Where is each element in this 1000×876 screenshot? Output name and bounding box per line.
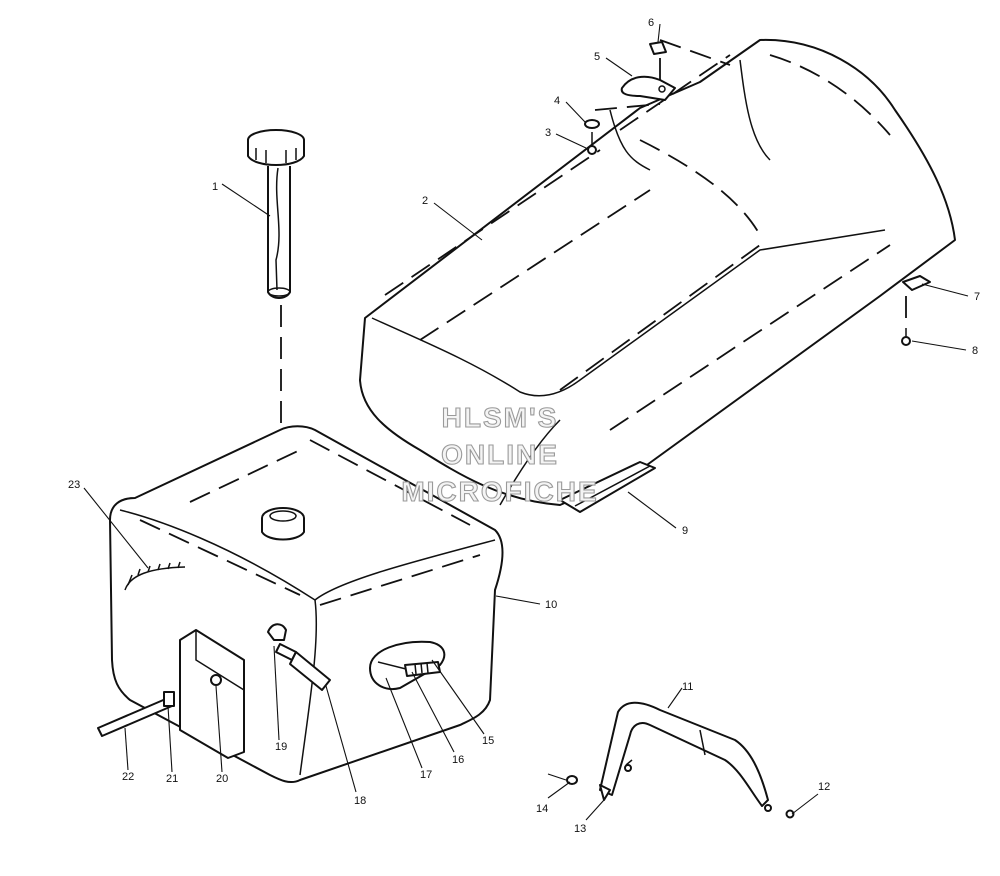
callout-3: 3	[545, 127, 551, 139]
callout-11: 11	[682, 681, 693, 693]
callout-23: 23	[68, 479, 80, 491]
callout-12: 12	[818, 781, 830, 793]
watermark-line2: ONLINE	[441, 439, 559, 470]
watermark-line3: MICROFICHE	[401, 476, 598, 507]
callout-4: 4	[554, 95, 560, 107]
callout-18: 18	[354, 795, 366, 807]
seat-strap	[620, 75, 676, 101]
callout-2: 2	[422, 195, 428, 207]
callout-8: 8	[972, 345, 978, 357]
callout-5: 5	[594, 51, 600, 63]
leader-lines	[83, 23, 969, 821]
callout-16: 16	[452, 754, 464, 766]
callout-9: 9	[682, 525, 688, 537]
callout-1: 1	[212, 181, 218, 193]
callout-21: 21	[166, 773, 178, 785]
watermark: HLSM'S ONLINE MICROFICHE	[401, 401, 598, 507]
vent-line	[97, 691, 175, 737]
callout-20: 20	[216, 773, 228, 785]
callout-10: 10	[545, 599, 557, 611]
callout-15: 15	[482, 735, 494, 747]
callout-14: 14	[536, 803, 548, 815]
callout-17: 17	[420, 769, 432, 781]
callout-13: 13	[574, 823, 586, 835]
seat-bracket	[901, 275, 931, 346]
elbow-fitting	[267, 623, 331, 691]
tank-bracket	[566, 701, 795, 819]
fuel-cap-gauge	[247, 129, 305, 500]
callout-7: 7	[974, 291, 980, 303]
callout-19: 19	[275, 741, 287, 753]
seat-hardware	[584, 39, 731, 155]
seat	[359, 38, 956, 506]
callout-22: 22	[122, 771, 134, 783]
spring-hose	[124, 561, 186, 591]
callout-numbers: 1 2 3 4 5 6 7 8 9 10 11 12 13 14 15 16 1…	[68, 17, 980, 835]
watermark-line1: HLSM'S	[442, 402, 559, 433]
seat-strip	[559, 461, 656, 513]
tank-plate	[179, 629, 245, 759]
callout-6: 6	[648, 17, 654, 29]
